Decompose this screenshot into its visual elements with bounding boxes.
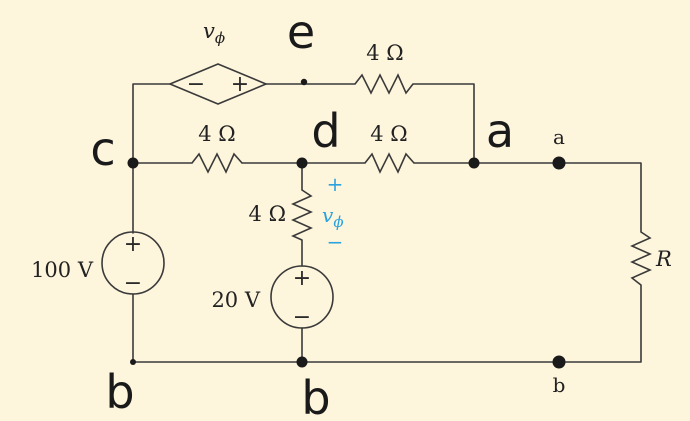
node-b-mid xyxy=(296,356,308,368)
vphi-minus: − xyxy=(327,230,344,254)
dep-source-minus: − xyxy=(187,72,205,97)
resistor-c-d xyxy=(191,152,243,174)
resistor-vertical-d xyxy=(291,189,313,241)
src20-minus: − xyxy=(293,305,311,330)
terminal-a xyxy=(552,156,566,170)
dependent-voltage-source xyxy=(167,63,269,105)
nodes xyxy=(127,78,566,369)
terminal-b-label: b xyxy=(553,373,566,397)
dep-source-label: vϕ xyxy=(203,19,225,47)
terminal-a-label: a xyxy=(553,125,565,149)
handwritten-b-left: b xyxy=(105,365,134,419)
voltage-source-100v xyxy=(101,231,165,295)
label-r-load: R xyxy=(655,247,672,271)
node-a-inner xyxy=(468,157,480,169)
handwritten-b-mid: b xyxy=(301,371,330,421)
node-d xyxy=(296,157,308,169)
dep-source-sub: ϕ xyxy=(215,29,225,47)
vphi-var: v xyxy=(322,203,334,227)
label-r-top: 4 Ω xyxy=(366,41,403,65)
resistor-d-a xyxy=(364,152,415,174)
src100-minus: − xyxy=(124,271,142,296)
handwritten-e: e xyxy=(287,5,315,59)
terminal-b xyxy=(552,355,566,369)
label-20v: 20 V xyxy=(211,288,260,312)
label-r-vertical: 4 Ω xyxy=(249,202,286,226)
label-100v: 100 V xyxy=(31,258,94,282)
src20-plus: + xyxy=(293,266,311,291)
label-r-cd: 4 Ω xyxy=(198,122,235,146)
node-e-dot xyxy=(300,78,308,86)
wire-top-right xyxy=(412,83,475,164)
wire-load-to-bottom xyxy=(132,284,642,363)
node-b-left xyxy=(130,359,136,365)
vphi-label: vϕ xyxy=(322,203,344,231)
dep-source-plus: + xyxy=(231,72,249,97)
vphi-sub: ϕ xyxy=(333,213,343,231)
label-r-da: 4 Ω xyxy=(370,122,407,146)
vphi-plus: + xyxy=(327,172,344,196)
handwritten-d: d xyxy=(311,104,340,158)
handwritten-c: c xyxy=(90,122,115,176)
voltage-source-20v xyxy=(270,265,334,329)
dep-source-var: v xyxy=(203,19,215,43)
node-c xyxy=(127,157,139,169)
resistor-top-e-a xyxy=(354,73,414,95)
wire-a-to-load xyxy=(473,162,642,233)
src100-plus: + xyxy=(124,232,142,257)
wire-top-left xyxy=(132,83,171,164)
resistor-load-r xyxy=(630,231,652,286)
handwritten-a: a xyxy=(486,104,514,158)
